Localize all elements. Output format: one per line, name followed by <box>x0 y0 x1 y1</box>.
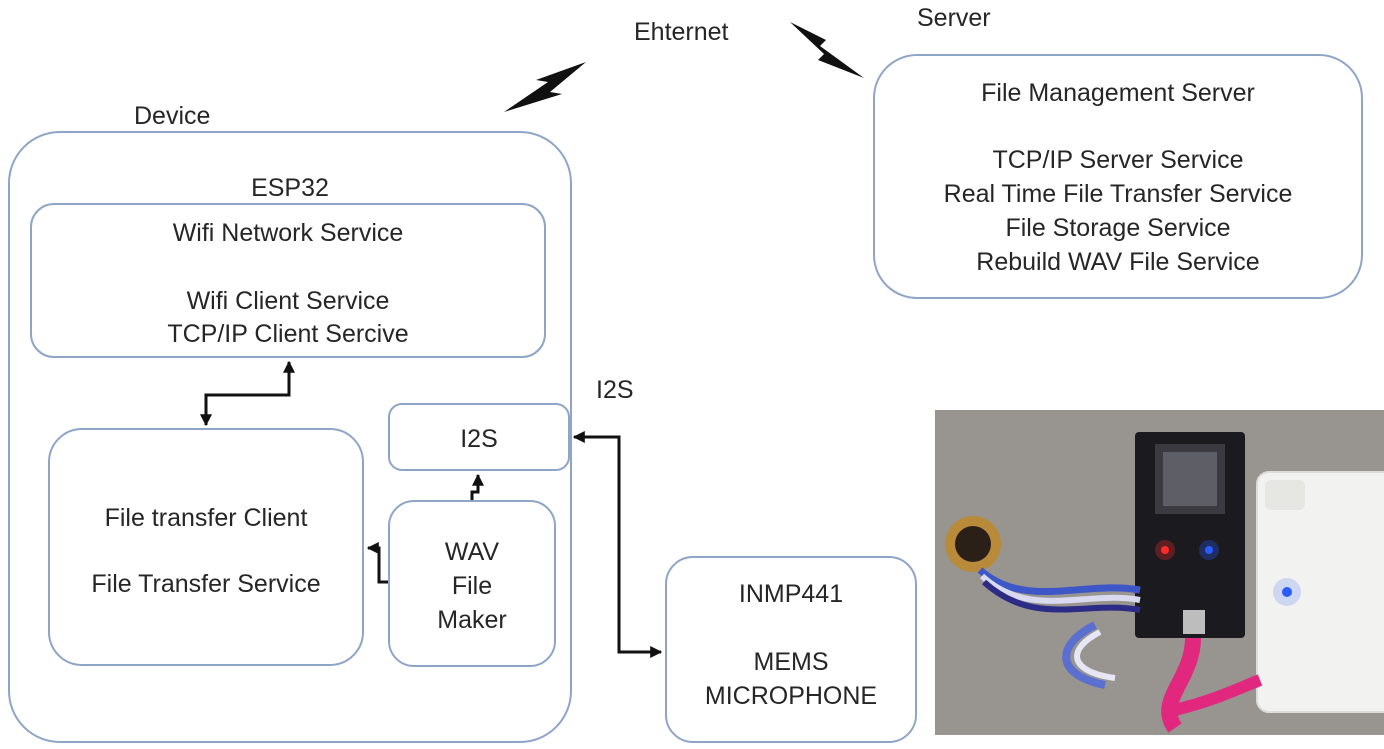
server-box-title: File Management Server <box>981 79 1255 107</box>
hardware-photo <box>935 410 1384 735</box>
wav-line: WAV <box>444 538 500 566</box>
i2s-box-label: I2S <box>460 425 498 453</box>
file-management-server-box: File Management Server TCP/IP Server Ser… <box>873 54 1363 299</box>
server-service-item: Real Time File Transfer Service <box>943 180 1293 208</box>
file-transfer-client-label: File transfer Client <box>104 504 308 532</box>
wav-line: File <box>451 572 493 600</box>
inmp441-microphone-box: INMP441 MEMS MICROPHONE <box>665 556 917 743</box>
i2s-microphone-arrow <box>572 431 663 658</box>
wifi-network-service-box: Wifi Network Service Wifi Client Service… <box>30 203 546 358</box>
server-service-item: Rebuild WAV File Service <box>976 248 1260 276</box>
i2s-link-label: I2S <box>596 376 634 404</box>
mic-line: MICROPHONE <box>704 682 878 710</box>
wifi-service-item: TCP/IP Client Sercive <box>167 320 409 348</box>
wifi-box-title: Wifi Network Service <box>172 219 404 247</box>
esp32-board-photo <box>935 410 1384 735</box>
mic-title: INMP441 <box>738 580 844 608</box>
file-transfer-service-label: File Transfer Service <box>91 570 321 598</box>
wireless-link-left-icon <box>504 62 586 112</box>
mic-line: MEMS <box>753 648 829 676</box>
server-service-item: File Storage Service <box>1005 214 1231 242</box>
wav-file-maker-box: WAV File Maker <box>388 500 556 667</box>
ethernet-label: Ehternet <box>634 18 729 46</box>
wifi-filetransfer-arrow <box>200 360 295 427</box>
file-transfer-box: File transfer Client File Transfer Servi… <box>48 428 364 666</box>
wireless-link-right-icon <box>790 22 864 78</box>
i2s-box: I2S <box>388 403 570 471</box>
wav-to-filetransfer-arrow <box>366 542 388 584</box>
server-service-item: TCP/IP Server Service <box>992 146 1244 174</box>
wifi-service-item: Wifi Client Service <box>186 287 390 315</box>
server-label: Server <box>917 4 991 32</box>
esp32-title: ESP32 <box>251 174 329 202</box>
device-label: Device <box>134 102 211 130</box>
wav-to-i2s-arrow <box>470 473 484 500</box>
wav-line: Maker <box>437 606 507 634</box>
